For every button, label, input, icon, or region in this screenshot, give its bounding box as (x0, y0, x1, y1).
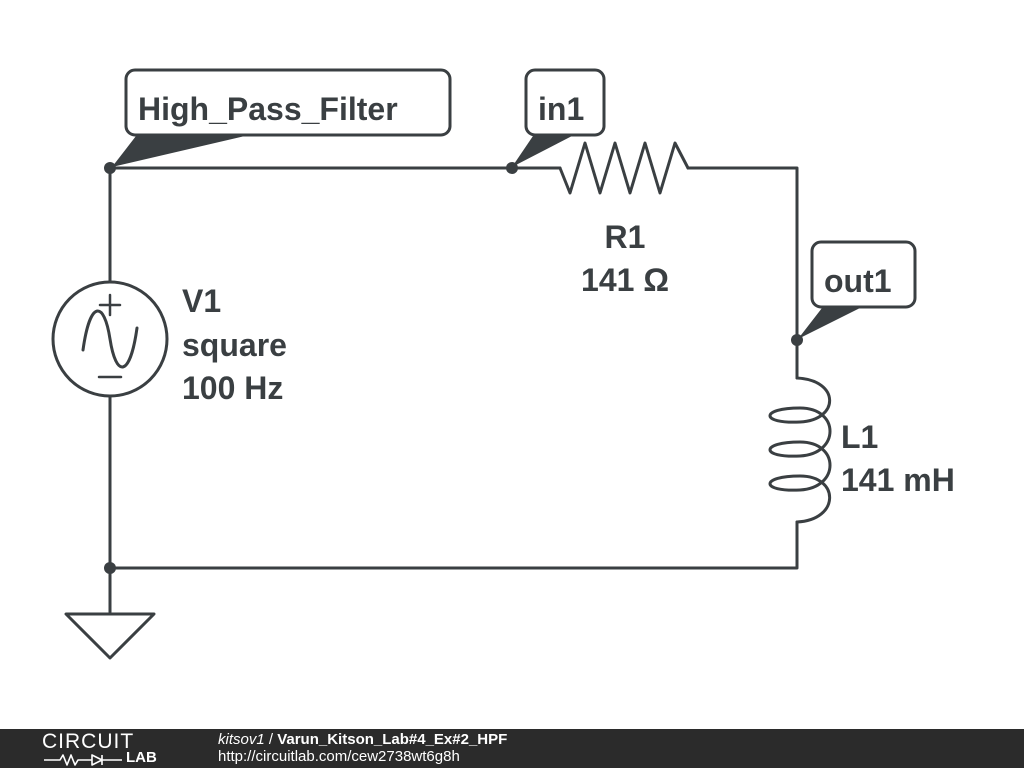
circuitlab-logo[interactable]: CIRCUIT LAB (42, 731, 182, 767)
node-dot-high-pass-filter (104, 162, 116, 174)
l1-name-label: L1 (841, 419, 878, 455)
l1-value-label: 141 mH (841, 462, 955, 498)
wire-top-right (686, 166, 799, 380)
logo-text-lab: LAB (126, 749, 157, 766)
voltage-source-v1-symbol (51, 280, 169, 398)
net-label-high-pass-filter-text: High_Pass_Filter (138, 91, 398, 127)
footer-info: kitsov1 / Varun_Kitson_Lab#4_Ex#2_HPF ht… (218, 731, 507, 765)
net-label-in1-text: in1 (538, 91, 584, 127)
node-dot-ground (104, 562, 116, 574)
logo-text-circuit: CIRCUIT (42, 730, 135, 753)
schematic-canvas: High_Pass_Filter in1 out1 V1 square 100 … (51, 68, 955, 660)
wire-right-bottom (108, 520, 799, 570)
net-label-in1[interactable]: in1 (512, 68, 606, 167)
v1-frequency-label: 100 Hz (182, 370, 283, 406)
net-label-out1[interactable]: out1 (798, 240, 917, 339)
footer-bar: CIRCUIT LAB kitsov1 / Varun_Kitson_Lab#4… (0, 729, 1024, 768)
footer-user-link[interactable]: kitsov1 (218, 731, 265, 748)
r1-name-label: R1 (605, 219, 646, 255)
ground-icon (64, 612, 156, 660)
r1-value-label: 141 Ω (581, 262, 669, 298)
inductor-l1-symbol (768, 376, 832, 524)
footer-url-link[interactable]: http://circuitlab.com/cew2738wt6g8h (218, 748, 460, 765)
footer-title-line: kitsov1 / Varun_Kitson_Lab#4_Ex#2_HPF (218, 731, 507, 748)
v1-waveform-label: square (182, 327, 287, 363)
net-label-high-pass-filter[interactable]: High_Pass_Filter (112, 68, 452, 167)
logo-circuit-icon (44, 754, 122, 766)
footer-circuit-title[interactable]: Varun_Kitson_Lab#4_Ex#2_HPF (277, 731, 508, 748)
net-label-out1-text: out1 (824, 263, 892, 299)
footer-separator: / (264, 731, 278, 748)
resistor-r1-symbol (558, 141, 690, 195)
v1-name-label: V1 (182, 283, 221, 319)
